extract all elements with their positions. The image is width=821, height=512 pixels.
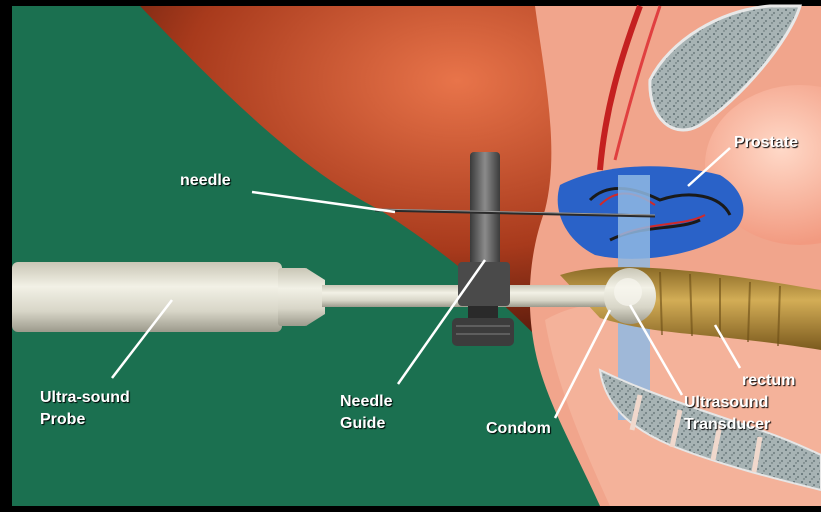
needle-guide-label: Needle Guide (340, 391, 392, 435)
transducer-label: Ultrasound Transducer (684, 392, 770, 436)
probe-label: Ultra-sound Probe (40, 387, 130, 431)
probe-label-line-1: Ultra-sound (40, 387, 130, 409)
probe-handle (12, 262, 282, 332)
probe-label-line-2: Probe (40, 409, 130, 431)
probe-collar (278, 268, 308, 326)
needle-guide-label-line-1: Needle (340, 391, 392, 413)
rectum-label: rectum (742, 370, 795, 392)
prostate-label: Prostate (734, 132, 798, 154)
needle-guide-clamp (458, 262, 510, 306)
condom-label: Condom (486, 418, 551, 440)
transducer-highlight (614, 278, 642, 306)
transducer-label-line-1: Ultrasound (684, 392, 770, 414)
needle-label: needle (180, 170, 231, 192)
needle-guide-label-line-2: Guide (340, 413, 392, 435)
transducer-label-line-2: Transducer (684, 414, 770, 436)
needle-guide-knob (452, 318, 514, 346)
